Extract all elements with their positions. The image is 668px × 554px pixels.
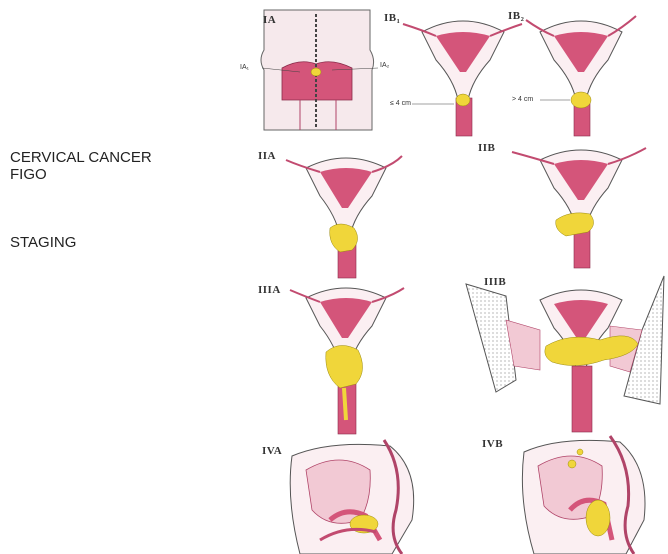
label-ia: IA: [263, 14, 276, 26]
panel-iiia: [290, 288, 404, 434]
panel-iiib: [466, 276, 664, 432]
label-iiia: IIIA: [258, 284, 281, 296]
panel-iib: [512, 148, 646, 268]
label-iib: IIB: [478, 142, 495, 154]
label-ia2: IA₂: [380, 62, 389, 69]
panel-iva: [290, 440, 413, 554]
label-iia: IIA: [258, 150, 276, 162]
panel-ivb: [522, 436, 645, 554]
label-iiib: IIIB: [484, 276, 506, 288]
panel-ib1: [403, 21, 522, 136]
label-ib1-size: ≤ 4 cm: [390, 100, 411, 107]
panel-iia: [286, 156, 402, 278]
label-ib2-size: > 4 cm: [512, 96, 533, 103]
label-ib1: IB₁: [384, 12, 400, 24]
label-ia1: IA₁: [240, 64, 249, 71]
panel-ib2: [526, 16, 636, 136]
label-ib2: IB₂: [508, 10, 524, 22]
label-ivb: IVB: [482, 438, 503, 450]
panel-ia: [261, 10, 378, 130]
label-iva: IVA: [262, 445, 282, 457]
